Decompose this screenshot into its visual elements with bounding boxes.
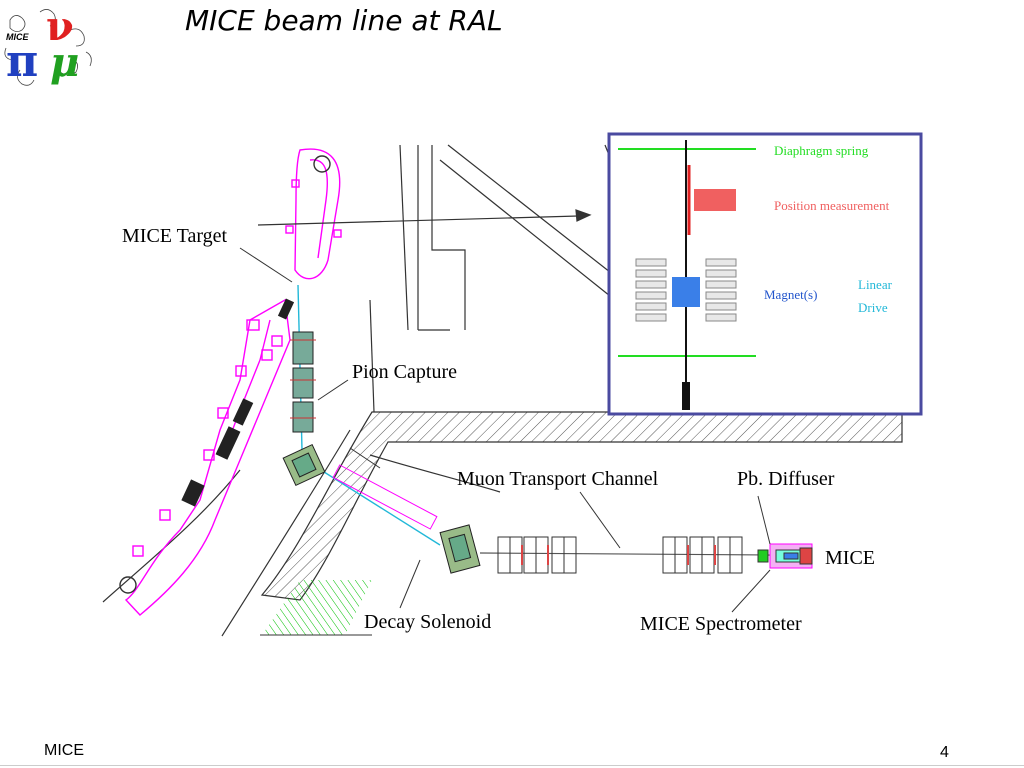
- stator-coils-right: [705, 258, 737, 322]
- logo-mu: μ: [50, 39, 79, 86]
- position-measurement-block: [694, 189, 736, 211]
- logo-doodle: [4, 9, 92, 86]
- label-mice: MICE: [825, 547, 875, 569]
- inset-label-magnets: Magnet(s): [764, 287, 817, 302]
- dipole-magnet-1: [282, 443, 326, 487]
- mice-spectrometer: [757, 543, 813, 569]
- inset-label-linear: Linear: [858, 277, 893, 292]
- label-decay-solenoid: Decay Solenoid: [364, 611, 491, 633]
- slide-title: MICE beam line at RAL: [185, 4, 503, 37]
- pion-capture-solenoids: [290, 331, 316, 433]
- isis-ring: [119, 298, 291, 616]
- label-leaders: [239, 247, 771, 613]
- label-pion-capture: Pion Capture: [352, 361, 457, 383]
- quad-triplet-2: [662, 536, 743, 574]
- ring-elements: [181, 298, 295, 507]
- decay-solenoid-body: [332, 447, 438, 530]
- mice-logo: ν μ π MICE: [4, 3, 92, 87]
- quad-triplet-1: [497, 536, 577, 574]
- dipole-magnet-2: [439, 524, 481, 574]
- stator-coils-left: [635, 258, 667, 322]
- logo-text: MICE: [6, 32, 29, 42]
- target-vessel: [285, 148, 342, 280]
- target-inset: Diaphragm spring Position measurement Ma…: [607, 132, 923, 416]
- green-floor-hatch: [262, 580, 372, 635]
- label-mice-spectrometer: MICE Spectrometer: [640, 613, 802, 635]
- logo-nu: ν: [46, 3, 74, 50]
- inset-label-drive: Drive: [858, 300, 888, 315]
- label-pb-diffuser: Pb. Diffuser: [737, 468, 835, 490]
- label-muon-transport-channel: Muon Transport Channel: [457, 468, 659, 490]
- page-number: 4: [940, 744, 949, 761]
- label-mice-target: MICE Target: [122, 225, 228, 247]
- inset-label-diaphragm-spring: Diaphragm spring: [774, 143, 869, 158]
- building-walls: [369, 144, 616, 413]
- magnet-block: [672, 277, 700, 307]
- footer-divider: [0, 765, 1024, 766]
- inset-label-position-measurement: Position measurement: [774, 198, 890, 213]
- target-blade: [682, 382, 690, 410]
- muon-channel-line: [479, 552, 771, 556]
- footer-label: MICE: [44, 742, 84, 759]
- shield-wall: [260, 411, 903, 601]
- logo-pi: π: [6, 36, 38, 87]
- target-arrow: [257, 209, 592, 226]
